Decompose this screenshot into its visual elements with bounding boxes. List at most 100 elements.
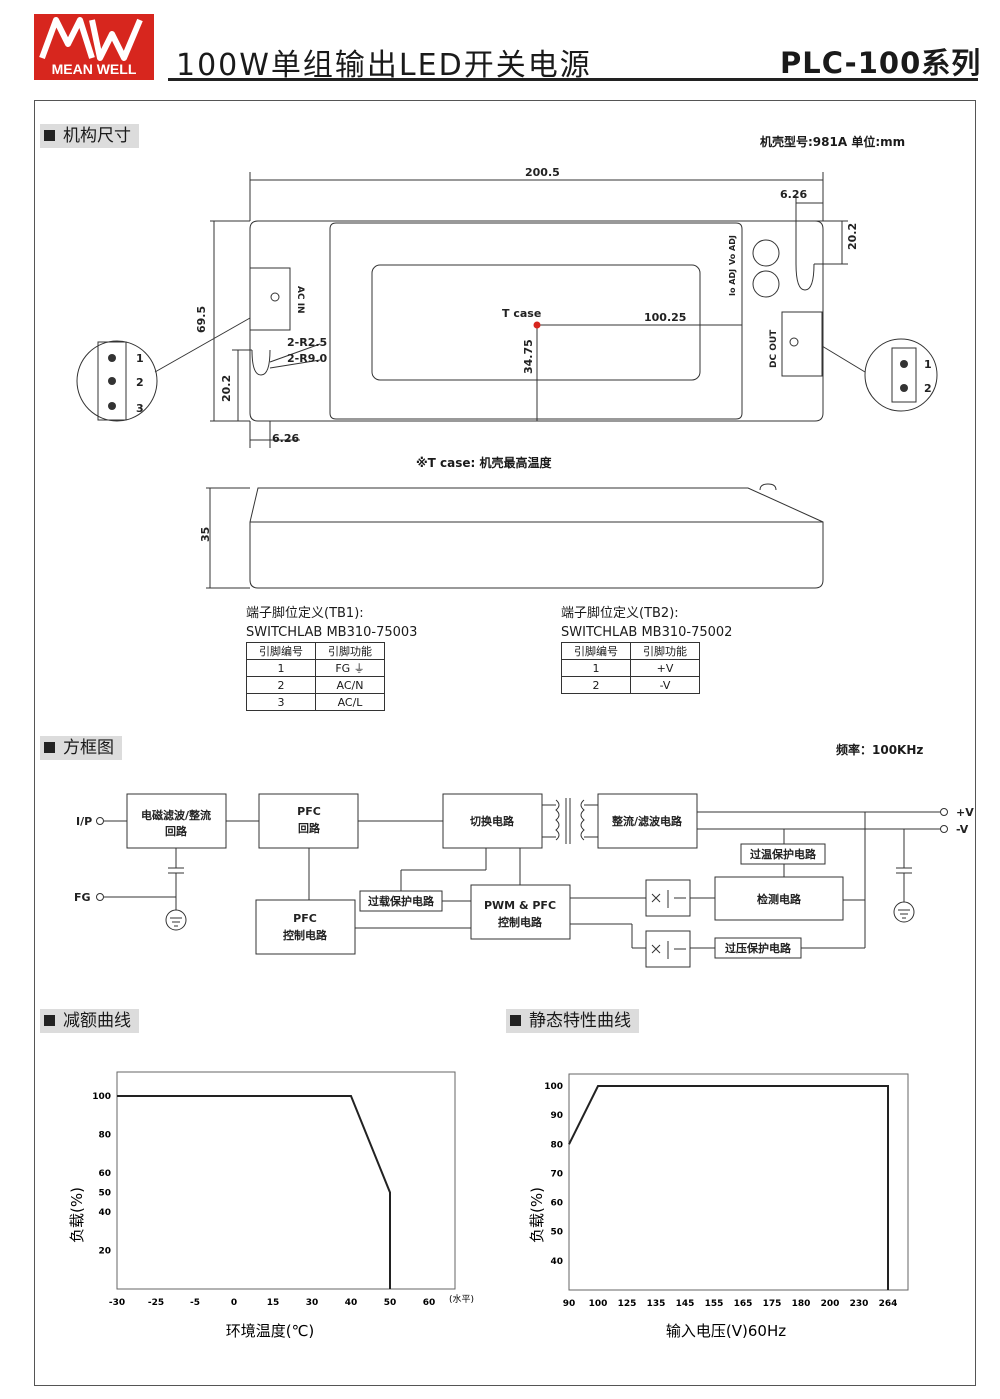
dim-left-height: 20.2 xyxy=(220,375,233,402)
mechanical-drawing: 200.5 6.26 20.2 69.5 20.2 6.26 2-R2.5 2-… xyxy=(76,166,938,589)
square-bullet-icon xyxy=(44,130,55,141)
static-x-tick-label: 180 xyxy=(792,1299,811,1309)
static-y-tick-label: 50 xyxy=(550,1228,563,1238)
rectifier-label: 整流/滤波电路 xyxy=(611,814,683,828)
derating-x-tick-label: 50 xyxy=(384,1298,397,1308)
tb2-callout-pin-2: 2 xyxy=(924,382,932,395)
table-cell: -V xyxy=(630,676,700,694)
dim-tcase-x: 100.25 xyxy=(644,311,686,324)
tb2-table: 引脚编号引脚功能 1+V 2-V xyxy=(561,642,700,694)
pfc-control-label-1: PFC xyxy=(293,912,317,925)
derating-x-tick-label: 15 xyxy=(267,1298,280,1308)
tb1-model: SWITCHLAB MB310-75003 xyxy=(246,625,418,640)
tb1-callout-pin-1: 1 xyxy=(136,352,144,365)
tcase-note: ※T case: 机壳最高温度 xyxy=(416,456,552,470)
mw-logo-mark xyxy=(39,17,143,61)
pwm-label-1: PWM & PFC xyxy=(484,899,556,912)
dim-radius-small: 2-R2.5 xyxy=(287,336,327,349)
tcase-label: T case xyxy=(502,307,541,320)
section-static: 静态特性曲线 xyxy=(506,1009,639,1033)
section-mechanical-title: 机构尺寸 xyxy=(63,126,131,146)
derating-y-tick-label: 20 xyxy=(98,1246,111,1256)
page-frame xyxy=(34,100,976,1386)
static-y-tick-label: 40 xyxy=(550,1257,563,1267)
derating-x-tick-label: -25 xyxy=(148,1298,164,1308)
static-x-tick-label: 165 xyxy=(734,1299,753,1309)
table-cell: 2 xyxy=(246,676,316,694)
series-name: PLC-100系列 xyxy=(780,46,982,80)
table-cell: FG ⏚ xyxy=(315,659,385,677)
derating-x-unit: (水平) xyxy=(449,1293,474,1305)
static-y-tick-label: 60 xyxy=(550,1199,563,1209)
table-cell: +V xyxy=(630,659,700,677)
static-x-tick-label: 200 xyxy=(821,1299,840,1309)
io-adj-label: Io ADJ xyxy=(728,269,737,296)
table-header: 引脚功能 xyxy=(630,642,700,660)
pfc-label-2: 回路 xyxy=(298,821,321,835)
pwm-label-2: 控制电路 xyxy=(498,915,543,929)
pfc-label-1: PFC xyxy=(297,805,321,818)
dim-right-height: 20.2 xyxy=(846,223,859,250)
static-y-tick-label: 80 xyxy=(550,1140,563,1150)
table-header: 引脚编号 xyxy=(561,642,631,660)
section-derating-title: 减额曲线 xyxy=(63,1011,131,1031)
header-rule xyxy=(168,78,978,81)
derating-curve xyxy=(117,1095,391,1289)
tb2-callout-pin-1: 1 xyxy=(924,358,932,371)
block-diagram: I/P FG 电磁滤波/整流 回路 PFC 回路 切换电路 整流/滤波电路 +V… xyxy=(74,793,974,968)
section-derating: 减额曲线 xyxy=(40,1009,139,1033)
table-header: 引脚编号 xyxy=(246,642,316,660)
tb1-callout-pin-2: 2 xyxy=(136,376,144,389)
ip-label: I/P xyxy=(76,815,92,828)
static-x-tick-label: 175 xyxy=(763,1299,782,1309)
dim-length: 200.5 xyxy=(525,166,560,179)
static-x-tick-label: 90 xyxy=(563,1299,576,1309)
derating-x-label: 环境温度(℃) xyxy=(226,1322,315,1340)
static-x-tick-label: 145 xyxy=(676,1299,695,1309)
page-title: 100W单组输出LED开关电源 xyxy=(176,48,592,83)
vo-adj-label: Vo ADJ xyxy=(728,235,737,265)
dim-width: 69.5 xyxy=(195,306,208,333)
static-curve xyxy=(568,1085,889,1290)
static-y-label: 负载(%) xyxy=(528,1187,546,1243)
tb2-block: 端子脚位定义(TB2): SWITCHLAB MB310-75002 引脚编号引… xyxy=(561,604,732,694)
derating-x-tick-label: -5 xyxy=(190,1298,200,1308)
pfc-control-label-2: 控制电路 xyxy=(283,928,328,942)
static-x-tick-label: 135 xyxy=(647,1299,666,1309)
static-x-tick-label: 230 xyxy=(850,1299,869,1309)
dc-out-label: DC OUT xyxy=(769,329,779,368)
section-static-title: 静态特性曲线 xyxy=(529,1011,631,1031)
derating-x-tick-label: 60 xyxy=(423,1298,436,1308)
table-header: 引脚功能 xyxy=(315,642,385,660)
static-y-tick-label: 100 xyxy=(544,1082,563,1092)
derating-y-tick-label: 50 xyxy=(98,1189,111,1199)
square-bullet-icon xyxy=(44,1015,55,1026)
derating-y-label: 负载(%) xyxy=(68,1187,86,1243)
derating-y-tick-label: 100 xyxy=(92,1092,111,1102)
vminus-label: -V xyxy=(956,823,969,836)
static-x-tick-label: 100 xyxy=(589,1299,608,1309)
static-x-tick-label: 125 xyxy=(618,1299,637,1309)
section-block-title: 方框图 xyxy=(63,738,114,758)
ovp-label: 过压保护电路 xyxy=(725,941,792,955)
static-y-tick-label: 90 xyxy=(550,1111,563,1121)
static-x-tick-label: 264 xyxy=(879,1299,898,1309)
otp-label: 过温保护电路 xyxy=(750,847,817,861)
emi-filter-label-1: 电磁滤波/整流 xyxy=(141,808,211,822)
brand-name: MEAN WELL xyxy=(51,61,137,77)
tb1-block: 端子脚位定义(TB1): SWITCHLAB MB310-75003 引脚编号引… xyxy=(246,604,417,711)
case-info: 机壳型号:981A 单位:mm xyxy=(760,135,906,149)
table-cell: 1 xyxy=(561,659,631,677)
derating-plot-frame xyxy=(116,1071,456,1290)
dim-radius-large: 2-R9.0 xyxy=(287,352,328,365)
table-cell: AC/L xyxy=(315,693,385,711)
tb2-title: 端子脚位定义(TB2): xyxy=(561,606,679,621)
static-x-label: 输入电压(V)60Hz xyxy=(666,1322,786,1340)
table-row: 1+V xyxy=(561,659,700,677)
derating-x-tick-label: -30 xyxy=(109,1298,125,1308)
section-block: 方框图 xyxy=(40,736,122,760)
